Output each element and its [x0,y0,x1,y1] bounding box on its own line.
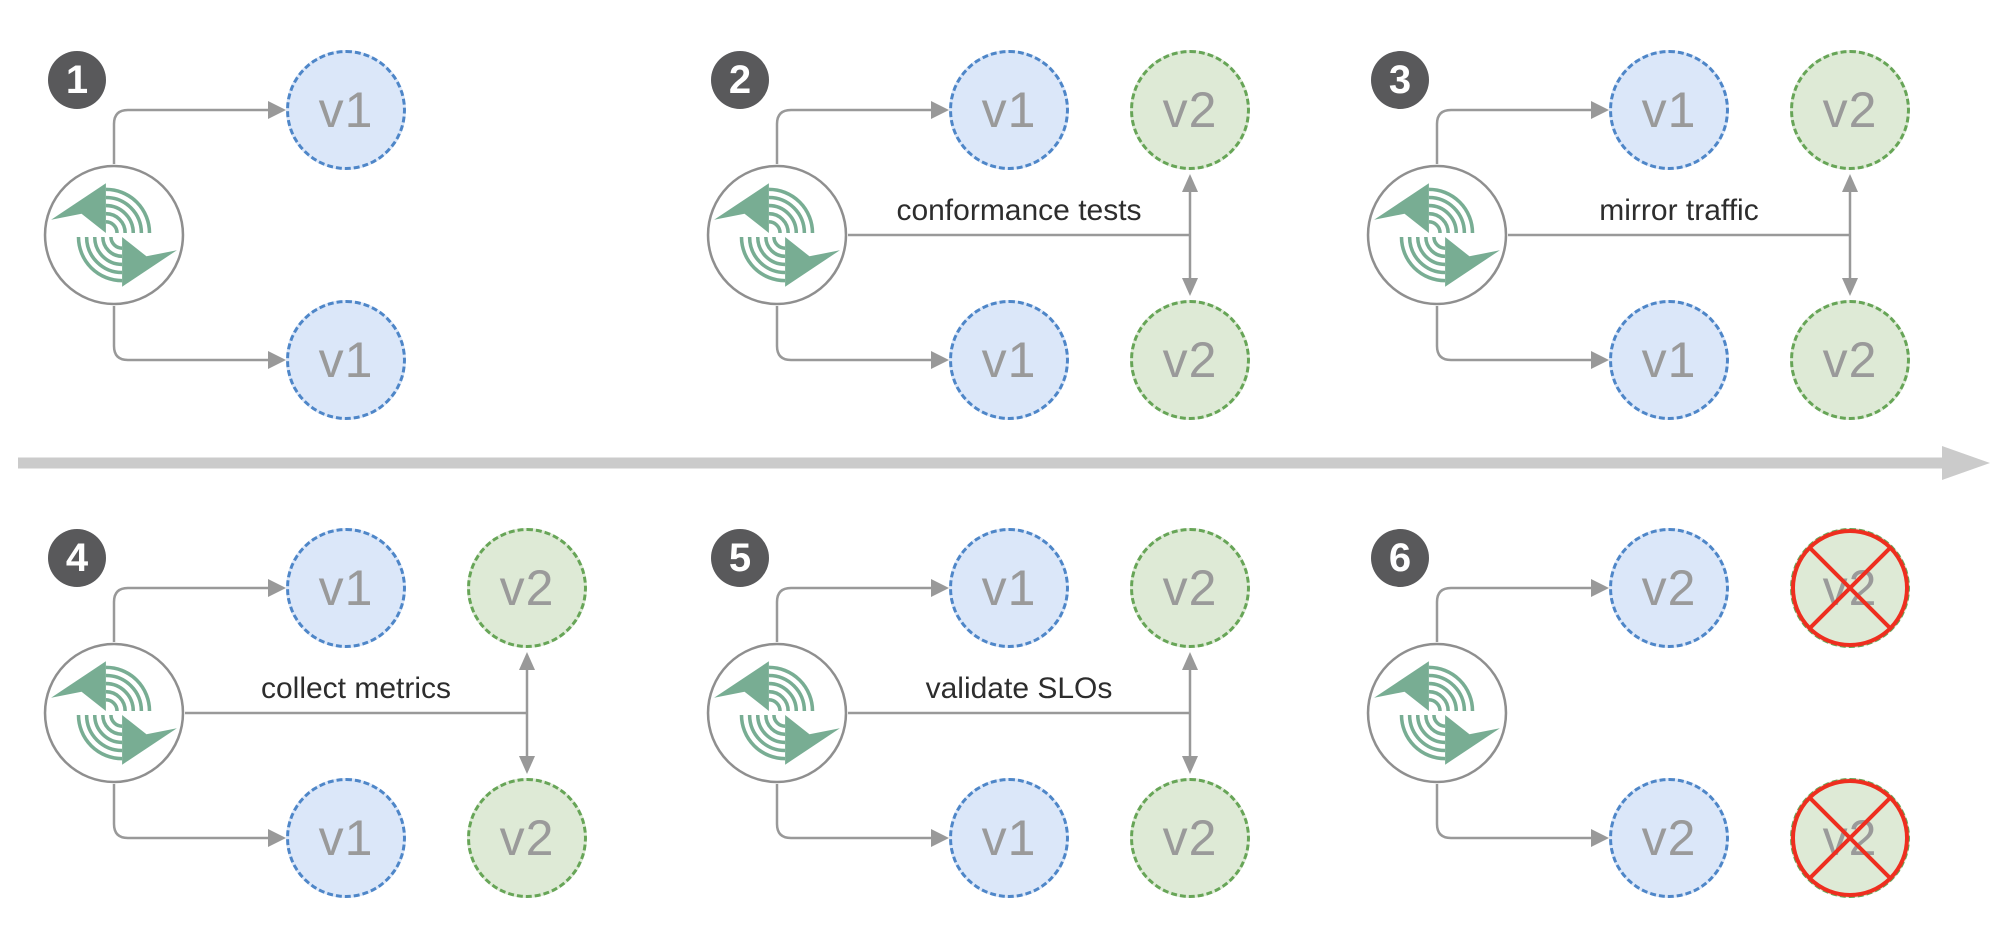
node-v1-bottom: v1 [286,778,406,898]
node-v1-top: v1 [949,528,1069,648]
node-v2-top: v2 [1609,528,1729,648]
node-v1-top: v1 [1609,50,1729,170]
node-label: v1 [981,810,1037,866]
node-label: v1 [318,810,374,866]
node-v1-top: v1 [286,50,406,170]
step-action-label: collect metrics [260,672,452,705]
node-label: v1 [318,332,374,388]
node-label: v2 [1162,810,1218,866]
service-mesh-logo-icon [706,164,848,306]
panel6-arrows [1435,579,1609,847]
node-v1-bottom: v1 [949,778,1069,898]
node-label: v2 [1641,560,1697,616]
service-mesh-logo-icon [43,642,185,784]
service-mesh-logo-icon [1366,642,1508,784]
timeline-right-arrow-icon [18,446,1990,480]
service-mesh-logo-icon [706,642,848,784]
step-panel-5: 5 v1 v1 v2 v2 validate SLOs [663,478,1326,930]
cancel-cross-icon [1790,778,1910,898]
node-v1-bottom: v1 [286,300,406,420]
panel2-arrows [775,101,1198,369]
step-badge: 3 [1371,51,1429,109]
node-v2-bottom: v2 [1130,300,1250,420]
node-label: v2 [499,560,555,616]
node-v1-top: v1 [949,50,1069,170]
node-label: v1 [318,82,374,138]
node-v1-top: v1 [286,528,406,648]
step-panel-4: 4 v1 v1 v2 v2 collect metrics [0,478,663,930]
step-badge: 6 [1371,529,1429,587]
step-badge: 5 [711,529,769,587]
panel1-arrows [112,101,286,369]
step-action-label: validate SLOs [925,672,1113,705]
step-panel-6: 6 v2 v2 v2 v2 [1323,478,1986,930]
panel5-arrows [775,579,1198,847]
node-label: v1 [981,332,1037,388]
node-v2-top: v2 [1130,50,1250,170]
node-v2-top: v2 [1790,50,1910,170]
node-v2-top: v2 [467,528,587,648]
service-mesh-logo-icon [43,164,185,306]
panel4-arrows [112,579,535,847]
node-label: v2 [1822,332,1878,388]
node-v1-bottom: v1 [949,300,1069,420]
step-badge: 1 [48,51,106,109]
node-label: v1 [981,560,1037,616]
cancel-cross-icon [1790,528,1910,648]
node-v2-terminated-bottom: v2 [1790,778,1910,898]
step-badge: 4 [48,529,106,587]
node-v2-bottom: v2 [1130,778,1250,898]
node-v2-bottom: v2 [1790,300,1910,420]
node-label: v2 [1822,82,1878,138]
panel3-arrows [1435,101,1858,369]
node-label: v2 [1162,560,1218,616]
step-action-label: conformance tests [896,194,1142,227]
node-label: v2 [499,810,555,866]
node-label: v2 [1162,332,1218,388]
node-v2-top: v2 [1130,528,1250,648]
node-label: v1 [318,560,374,616]
step-badge: 2 [711,51,769,109]
step-panel-3: 3 v1 v1 v2 v2 mirror traffic [1323,0,1986,460]
node-label: v1 [1641,332,1697,388]
node-v2-bottom: v2 [1609,778,1729,898]
service-mesh-logo-icon [1366,164,1508,306]
node-v2-bottom: v2 [467,778,587,898]
node-v1-bottom: v1 [1609,300,1729,420]
node-label: v2 [1162,82,1218,138]
node-label: v2 [1641,810,1697,866]
node-label: v1 [1641,82,1697,138]
step-panel-1: 1 v1 v1 [0,0,663,460]
node-v2-terminated-top: v2 [1790,528,1910,648]
step-panel-2: 2 v1 v1 v2 v2 conformance tests [663,0,1326,460]
node-label: v1 [981,82,1037,138]
step-action-label: mirror traffic [1599,194,1759,227]
